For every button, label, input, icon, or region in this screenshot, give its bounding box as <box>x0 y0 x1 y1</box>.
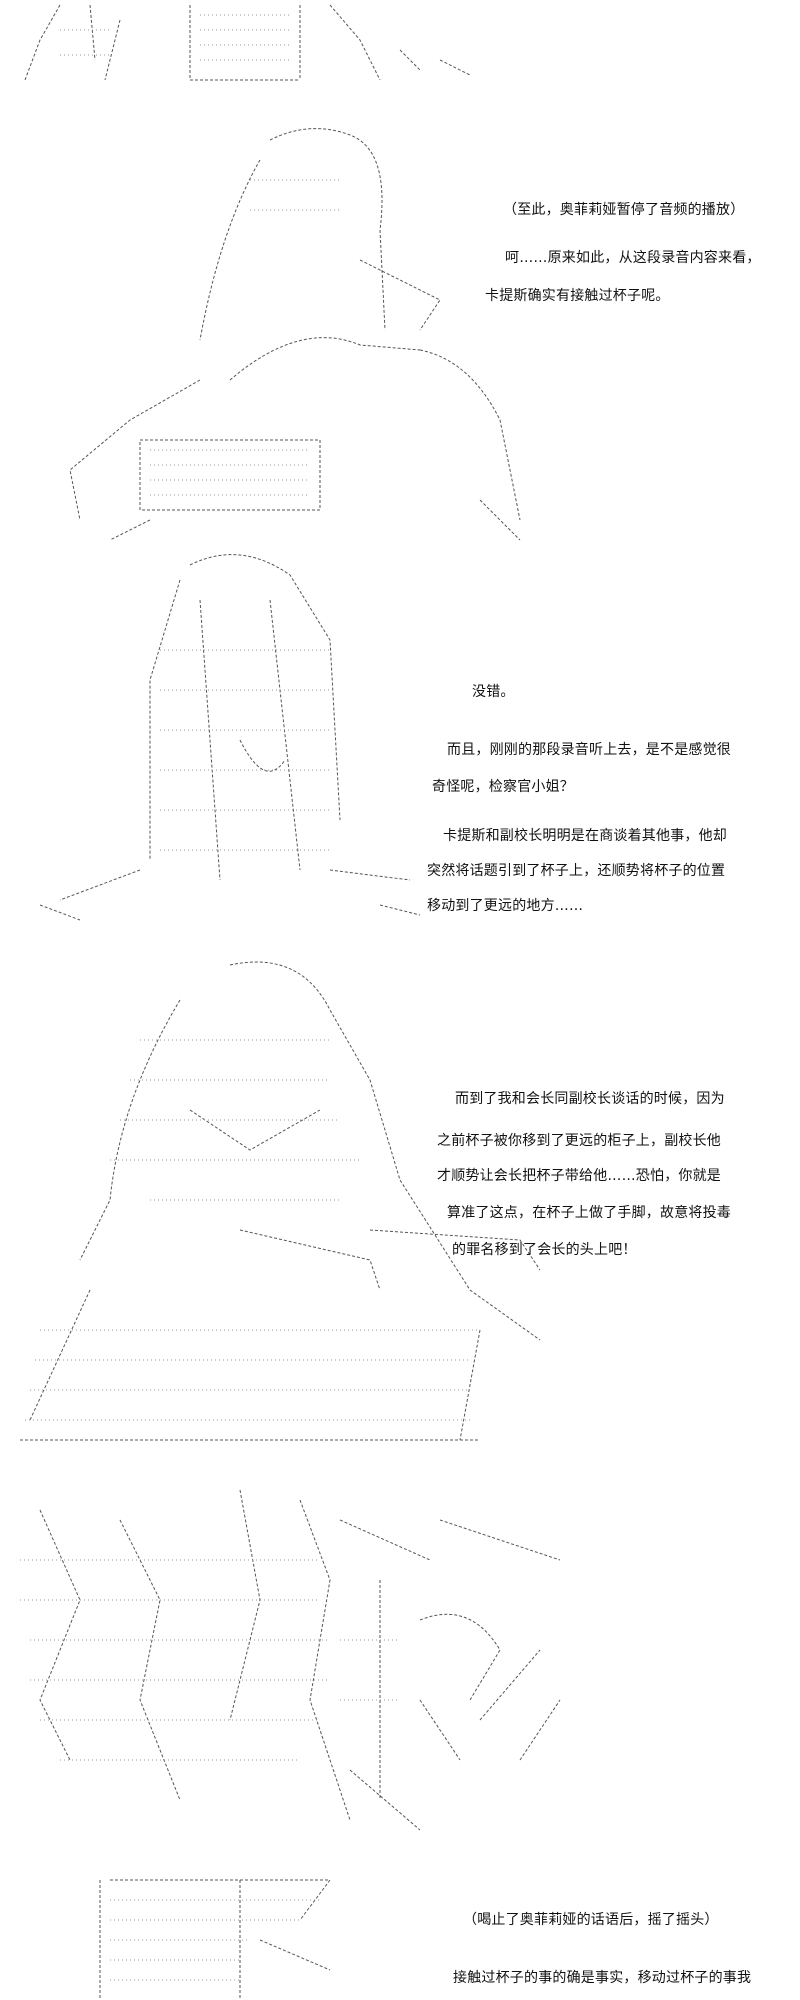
dialogue-line: 接触过杯子的事的确是事实，移动过杯子的事我 <box>453 1970 752 1986</box>
art-figure-3 <box>20 961 541 1441</box>
dialogue-line: 才顺势让会长把杯子带给他……恐怕，你就是 <box>437 1168 721 1184</box>
dialogue-line: 呵……原来如此，从这段录音内容来看， <box>505 250 761 266</box>
dialogue-line: 而且，刚刚的那段录音听上去，是不是感觉很 <box>447 742 731 758</box>
dialogue-line: 卡提斯和副校长明明是在商谈着其他事，他却 <box>443 828 727 844</box>
stage-direction: （喝止了奥菲莉娅的话语后，摇了摇头） <box>463 1912 719 1928</box>
art-top-fragment <box>24 4 471 81</box>
dialogue-line: 而到了我和会长同副校长谈话的时候，因为 <box>455 1091 725 1107</box>
dialogue-line: 之前杯子被你移到了更远的柜子上，副校长他 <box>437 1133 721 1149</box>
stage-direction: （至此，奥菲莉娅暂停了音频的播放） <box>503 202 745 218</box>
dialogue-line: 突然将话题引到了杯子上，还顺势将杯子的位置 <box>427 863 726 879</box>
art-figure-5 <box>99 1879 331 2000</box>
dialogue-line: 移动到了更远的地方…… <box>427 898 584 914</box>
art-figure-4 <box>20 1489 561 1831</box>
art-figure-1 <box>69 128 521 541</box>
dialogue-line: 奇怪呢，检察官小姐？ <box>432 779 574 795</box>
dialogue-line: 没错。 <box>472 684 515 700</box>
dialogue-line: 的罪名移到了会长的头上吧！ <box>452 1242 637 1258</box>
art-figure-2 <box>39 554 421 921</box>
dialogue-line: 卡提斯确实有接触过杯子呢。 <box>485 288 670 304</box>
dialogue-line: 算准了这点，在杯子上做了手脚，故意将投毒 <box>447 1205 731 1221</box>
